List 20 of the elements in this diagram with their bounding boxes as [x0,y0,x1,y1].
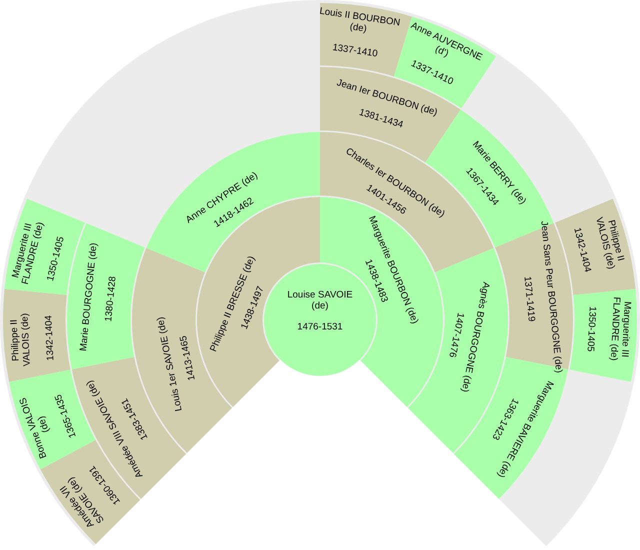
person-name: Philippe II VALOIS (de) [592,215,627,272]
person-name: Louise SAVOIE (de) [286,290,354,312]
person-name: Louis II BOURBON (de) [318,5,402,37]
person-name: Marie BOURGOGNE (de) [78,242,100,352]
person-name: Marguerite III FLANDRE (de) [606,296,633,362]
person-name: Jean Sans Peur BOURGOGNE (de) [538,220,564,374]
life-dates: 1476-1531 [297,321,343,333]
ancestor-sector [67,223,145,370]
life-dates: 1337-1410 [332,42,378,60]
life-dates: 1407-1476 [446,312,466,358]
ancestor-sector [569,288,637,382]
life-dates: 1342-1404 [42,315,56,361]
ancestor-sector [146,132,320,273]
person-name: Philippe II VALOIS (de) [8,312,34,368]
person-name: Bonne VALOIS (de) [18,395,54,460]
life-dates: 1371-1419 [521,276,537,323]
life-dates: 1350-1405 [584,306,598,352]
life-dates: 1413-1465 [178,334,198,382]
ancestor-sector [3,288,71,382]
life-dates: 1380-1428 [103,276,119,323]
